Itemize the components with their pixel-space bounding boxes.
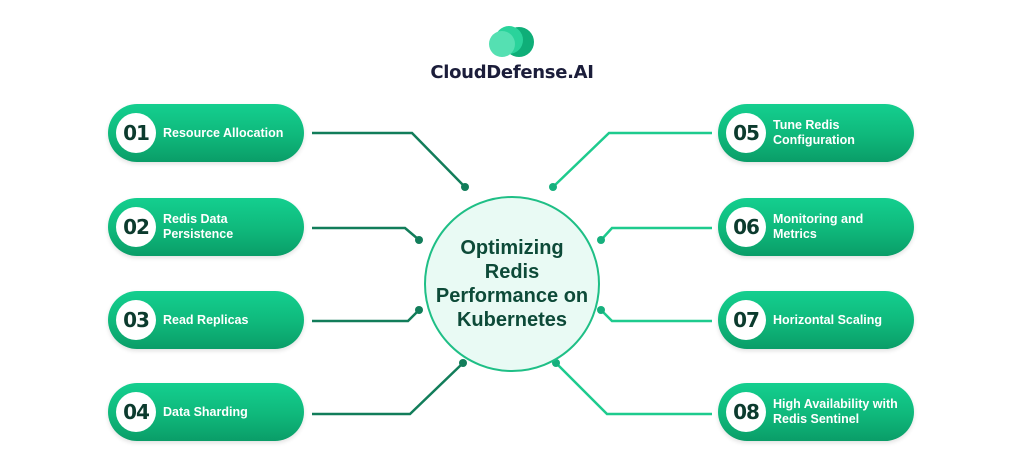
item-07: 07 Horizontal Scaling [718, 291, 914, 349]
item-label: Resource Allocation [163, 125, 284, 140]
item-04: 04 Data Sharding [108, 383, 304, 441]
connector-dot-07 [597, 306, 605, 314]
connector-dot-05 [549, 183, 557, 191]
item-number-badge: 02 [116, 207, 156, 247]
item-number-badge: 07 [726, 300, 766, 340]
item-number-badge: 03 [116, 300, 156, 340]
connector-08 [556, 363, 712, 416]
connector-dot-06 [597, 236, 605, 244]
item-number-badge: 06 [726, 207, 766, 247]
central-topic: Optimizing Redis Performance on Kubernet… [424, 196, 600, 372]
item-number-badge: 01 [116, 113, 156, 153]
cloud-logo-icon [489, 26, 534, 57]
connector-dot-04 [459, 359, 467, 367]
item-06: 06 Monitoring and Metrics [718, 198, 914, 256]
item-number-badge: 08 [726, 392, 766, 432]
item-01: 01 Resource Allocation [108, 104, 304, 162]
connector-dot-01 [461, 183, 469, 191]
connector-04 [312, 363, 463, 416]
item-label: Monitoring and Metrics [773, 212, 864, 241]
item-02: 02 Redis Data Persistence [108, 198, 304, 256]
connector-06 [601, 226, 712, 240]
connector-dot-02 [415, 236, 423, 244]
item-label: Tune Redis Configuration [773, 118, 855, 147]
connector-05 [553, 131, 712, 187]
item-number-badge: 04 [116, 392, 156, 432]
central-topic-title: Optimizing Redis Performance on Kubernet… [435, 237, 589, 331]
item-label: Data Sharding [163, 404, 248, 419]
connector-01 [312, 131, 465, 187]
item-label: Horizontal Scaling [773, 312, 883, 327]
item-label: Redis Data Persistence [163, 212, 234, 241]
brand-name: CloudDefense.AI [430, 62, 594, 83]
connector-07 [601, 310, 712, 323]
connector-02 [312, 226, 419, 240]
connector-dot-03 [415, 306, 423, 314]
item-03: 03 Read Replicas [108, 291, 304, 349]
item-number-badge: 05 [726, 113, 766, 153]
item-label: High Availability with Redis Sentinel [773, 397, 898, 426]
connector-03 [312, 310, 419, 323]
item-05: 05 Tune Redis Configuration [718, 104, 914, 162]
item-08: 08 High Availability with Redis Sentinel [718, 383, 914, 441]
item-label: Read Replicas [163, 312, 249, 327]
